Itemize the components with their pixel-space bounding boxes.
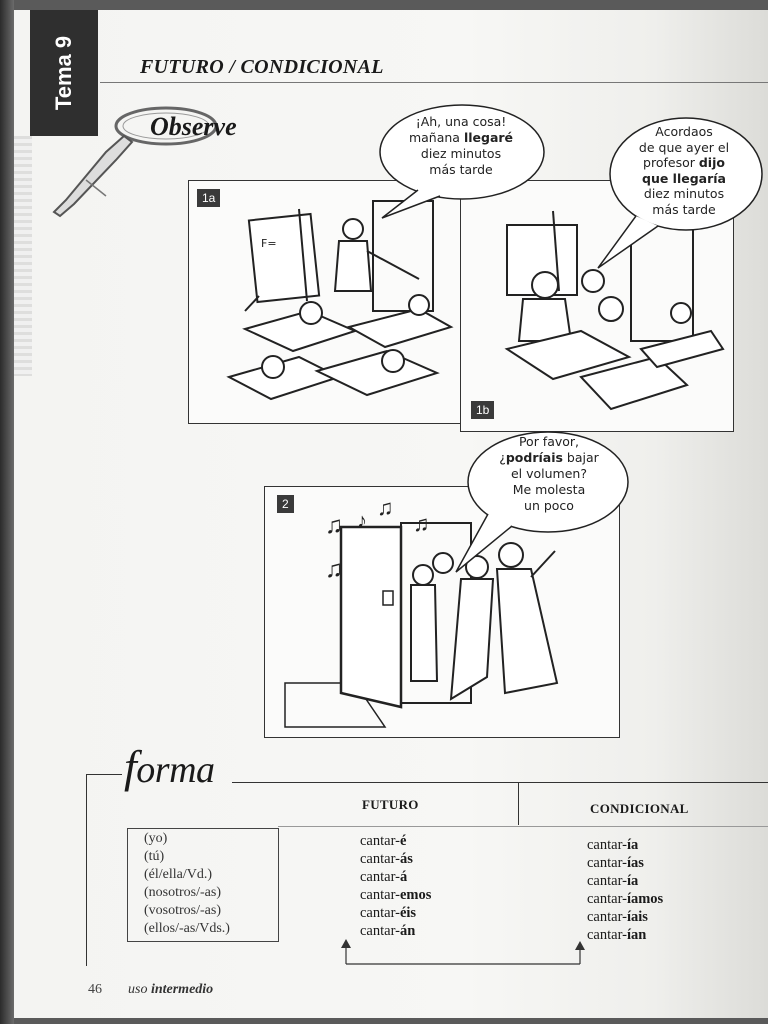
pronoun-list: (yo) (tú) (él/ella/Vd.) (nosotros/-as) (… bbox=[144, 830, 230, 938]
tema-label: Tema 9 bbox=[51, 35, 76, 111]
page-title: FUTURO / CONDICIONAL bbox=[140, 56, 384, 78]
speech-bubble-3 bbox=[455, 431, 629, 573]
panel-1a: F= 1a bbox=[188, 180, 462, 424]
observe-heading: Observe bbox=[150, 112, 237, 141]
pronoun-item: (él/ella/Vd.) bbox=[144, 867, 213, 882]
forma-top-rule bbox=[232, 782, 768, 783]
svg-text:♫: ♫ bbox=[413, 511, 430, 536]
svg-text:♫: ♫ bbox=[377, 495, 394, 520]
futuro-form: cantar-á bbox=[360, 869, 408, 885]
condicional-form: cantar-ías bbox=[587, 855, 644, 871]
bubble-1-text: ¡Ah, una cosa! mañana llegaré diez minut… bbox=[408, 114, 514, 177]
tema-tab: Tema 9 bbox=[30, 10, 98, 136]
panel-label-1a: 1a bbox=[197, 189, 221, 207]
futuro-column-header: FUTURO bbox=[362, 797, 419, 812]
page-edge-strip bbox=[14, 136, 32, 376]
panel-2: ♫ ♪ ♫ ♫ ♫ 2 bbox=[264, 486, 620, 738]
column-connector-arrows bbox=[341, 939, 585, 965]
forma-header-rule bbox=[278, 826, 768, 827]
futuro-form: cantar-éis bbox=[360, 905, 417, 921]
students-illustration bbox=[504, 210, 725, 411]
forma-column-divider bbox=[518, 783, 519, 825]
pronoun-item: (tú) bbox=[144, 849, 165, 864]
svg-text:♪: ♪ bbox=[357, 510, 367, 532]
condicional-conjugation-list: cantar-ía cantar-ías cantar-ía cantar-ía… bbox=[587, 836, 663, 944]
condicional-form: cantar-ía bbox=[587, 873, 639, 889]
speech-bubble-1 bbox=[379, 104, 545, 219]
classroom-illustration: F= bbox=[226, 200, 454, 401]
pronoun-item: (nosotros/-as) bbox=[144, 885, 221, 900]
condicional-form: cantar-ían bbox=[587, 927, 647, 943]
condicional-form: cantar-íais bbox=[587, 909, 648, 925]
magnifier-icon bbox=[52, 106, 218, 218]
bubble-2-text: Acordaos de que ayer el profesor dijo qu… bbox=[638, 124, 730, 217]
panel-label-1b: 1b bbox=[471, 401, 495, 419]
pronoun-item: (ellos/-as/Vds.) bbox=[144, 921, 230, 936]
futuro-form: cantar-án bbox=[360, 923, 416, 939]
futuro-form: cantar-ás bbox=[360, 851, 413, 867]
pronoun-item: (vosotros/-as) bbox=[144, 903, 221, 918]
book-title: uso intermedio bbox=[128, 982, 214, 997]
pronoun-item: (yo) bbox=[144, 831, 168, 846]
pronoun-box bbox=[127, 828, 279, 942]
futuro-form: cantar-é bbox=[360, 833, 407, 849]
forma-left-rule bbox=[86, 774, 87, 966]
forma-left-rule-top bbox=[86, 774, 122, 775]
svg-text:♫: ♫ bbox=[325, 513, 343, 539]
condicional-column-header: CONDICIONAL bbox=[590, 801, 689, 816]
page-number: 46 bbox=[88, 982, 102, 997]
speech-bubble-2 bbox=[597, 117, 763, 269]
party-illustration: ♫ ♪ ♫ ♫ ♫ bbox=[284, 495, 559, 728]
forma-heading: forma bbox=[124, 741, 215, 792]
svg-text:F=: F= bbox=[261, 237, 277, 250]
header-divider bbox=[100, 82, 768, 83]
condicional-form: cantar-íamos bbox=[587, 891, 664, 907]
book-spine bbox=[0, 0, 14, 1024]
condicional-form: cantar-ía bbox=[587, 837, 639, 853]
bubble-3-text: Por favor, ¿podríais bajar el volumen? M… bbox=[499, 434, 599, 513]
svg-text:♫: ♫ bbox=[325, 557, 343, 583]
futuro-form: cantar-emos bbox=[360, 887, 432, 903]
futuro-conjugation-list: cantar-é cantar-ás cantar-á cantar-emos … bbox=[360, 832, 431, 940]
panel-label-2: 2 bbox=[277, 495, 294, 513]
